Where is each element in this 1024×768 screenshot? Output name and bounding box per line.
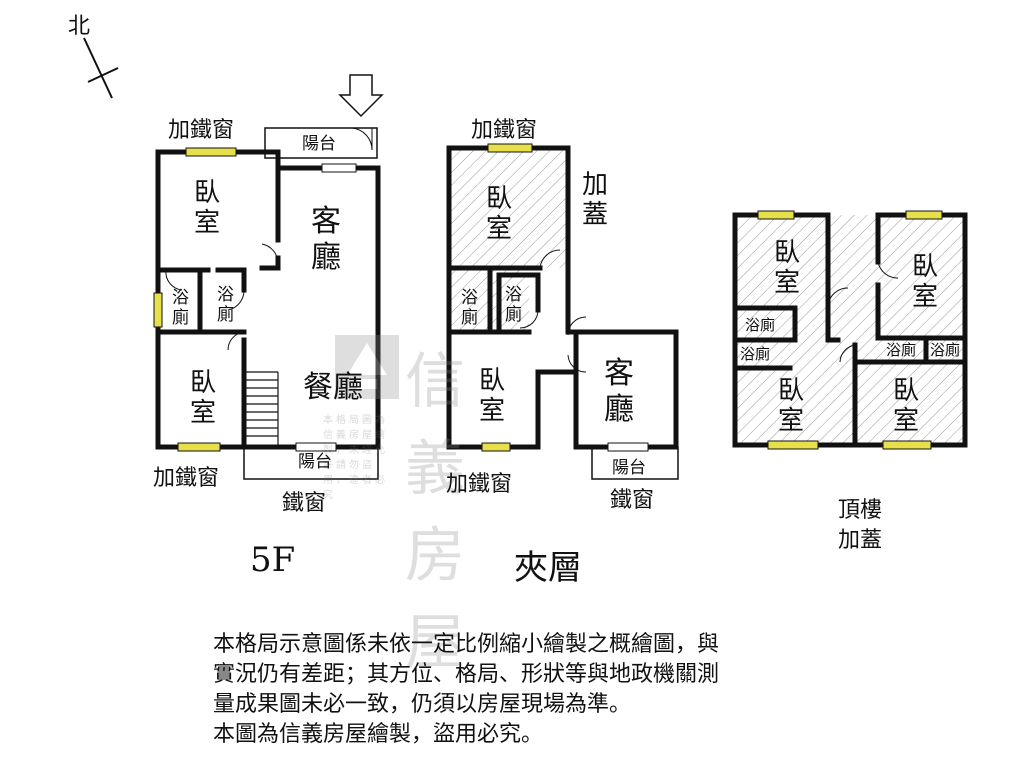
label-roof-bedroom-br: 臥室: [893, 376, 920, 436]
label-5f-floor: 5F: [250, 540, 296, 580]
label-mezz-floor: 夾層: [514, 548, 582, 588]
label-mezz-bath-1: 浴廁: [461, 288, 478, 328]
disclaimer-line: 本格局示意圖係未依一定比例縮小繪製之概繪圖，與: [213, 632, 720, 657]
disclaimer-line: 本圖為信義房屋繪製，盜用必究。: [213, 722, 544, 747]
watermark: 信義房屋 本格局圖為信義房屋繪製，未經允許請勿盜用，違者必究: [323, 335, 465, 678]
label-mezz-bath-2: 浴廁: [505, 285, 522, 325]
label-5f-dining-room: 餐廳: [303, 370, 363, 405]
floor-mezzanine-plan: [446, 143, 679, 480]
label-5f-bedroom-bottom: 臥室: [190, 368, 217, 428]
north-arrow-icon: [83, 37, 119, 99]
disclaimer-line: 實況仍有差距；其方位、格局、形狀等與地政機關測: [213, 662, 720, 687]
label-mezz-extension-note: 加蓋: [582, 170, 609, 230]
label-mezz-living-room: 客廳: [604, 356, 634, 427]
label-5f-window-bottom-left: 加鐵窗: [153, 466, 220, 491]
label-5f-window-top-left: 加鐵窗: [168, 118, 235, 143]
label-roof-bath-1: 浴廁: [745, 316, 776, 334]
label-mezz-window-bottom: 加鐵窗: [446, 472, 513, 497]
label-5f-bath-1: 浴廁: [172, 288, 189, 328]
label-5f-balcony-top: 陽台: [302, 134, 336, 154]
brand-logo-icon: [335, 335, 399, 399]
label-roof-bath-3: 浴廁: [886, 341, 917, 359]
entrance-arrow-icon: [338, 74, 384, 118]
disclaimer-text: 本格局示意圖係未依一定比例縮小繪製之概繪圖，與 實況仍有差距；其方位、格局、形狀…: [213, 630, 813, 750]
label-mezz-window-right: 鐵窗: [610, 488, 655, 513]
label-5f-bath-2: 浴廁: [217, 285, 234, 325]
label-5f-balcony-bottom: 陽台: [298, 452, 332, 472]
label-roof-bath-2: 浴廁: [740, 345, 771, 363]
disclaimer-line: 量成果圖未必一致，仍須以房屋現場為準。: [213, 692, 632, 717]
watermark-brand: 信義房屋: [405, 347, 467, 678]
compass-label: 北: [68, 14, 91, 39]
label-5f-living-room: 客廳: [311, 204, 341, 275]
label-mezz-bedroom-top: 臥室: [486, 184, 513, 244]
label-roof-bedroom-bl: 臥室: [778, 376, 805, 436]
floor-roof-plan: [732, 210, 968, 450]
label-mezz-balcony: 陽台: [612, 458, 646, 478]
label-roof-bedroom-tl: 臥室: [774, 238, 801, 298]
label-roof-bedroom-tr: 臥室: [912, 252, 939, 312]
label-mezz-window-top: 加鐵窗: [471, 118, 538, 143]
label-roof-bath-4: 浴廁: [930, 341, 961, 359]
watermark-notice: 本格局圖為信義房屋繪製，未經允許請勿盜用，違者必究: [323, 415, 388, 501]
floor-5f-plan: [153, 127, 381, 480]
label-5f-window-bottom: 鐵窗: [282, 491, 327, 516]
label-roof-floor: 頂樓加蓋: [838, 498, 883, 553]
label-5f-bedroom-top: 臥室: [194, 178, 221, 238]
label-mezz-bedroom-bottom: 臥室: [479, 366, 506, 426]
